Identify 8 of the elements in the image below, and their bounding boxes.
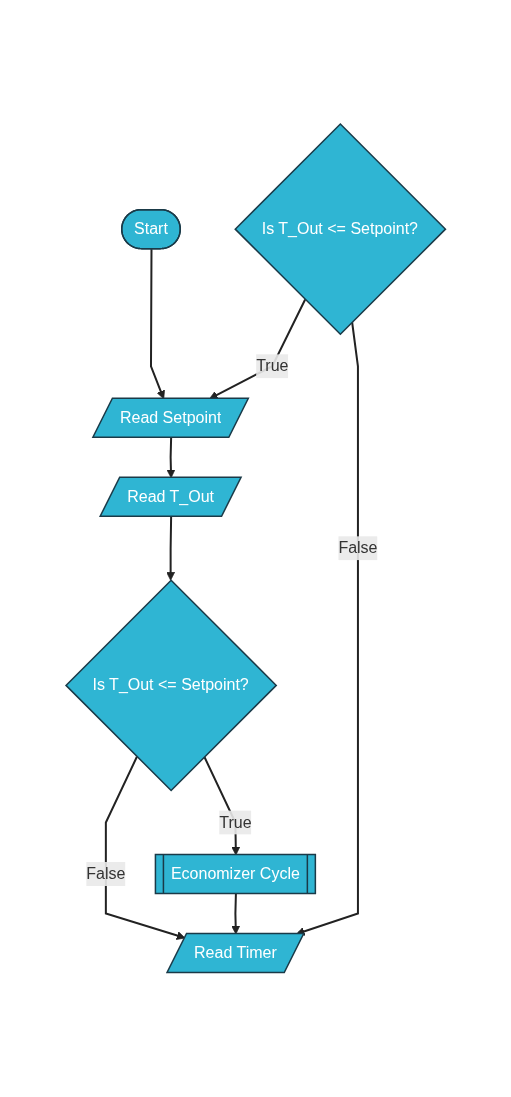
edge-label: True (218, 813, 252, 831)
node-diamond: Is T_Out <= Setpoint? (233, 123, 447, 336)
arrow (104, 756, 186, 941)
edge-label: False (338, 539, 378, 557)
arrow (166, 516, 175, 581)
edge-label: False (86, 865, 126, 883)
edge-label: True (255, 357, 289, 375)
node-diamond: Is T_Out <= Setpoint? (64, 579, 278, 792)
